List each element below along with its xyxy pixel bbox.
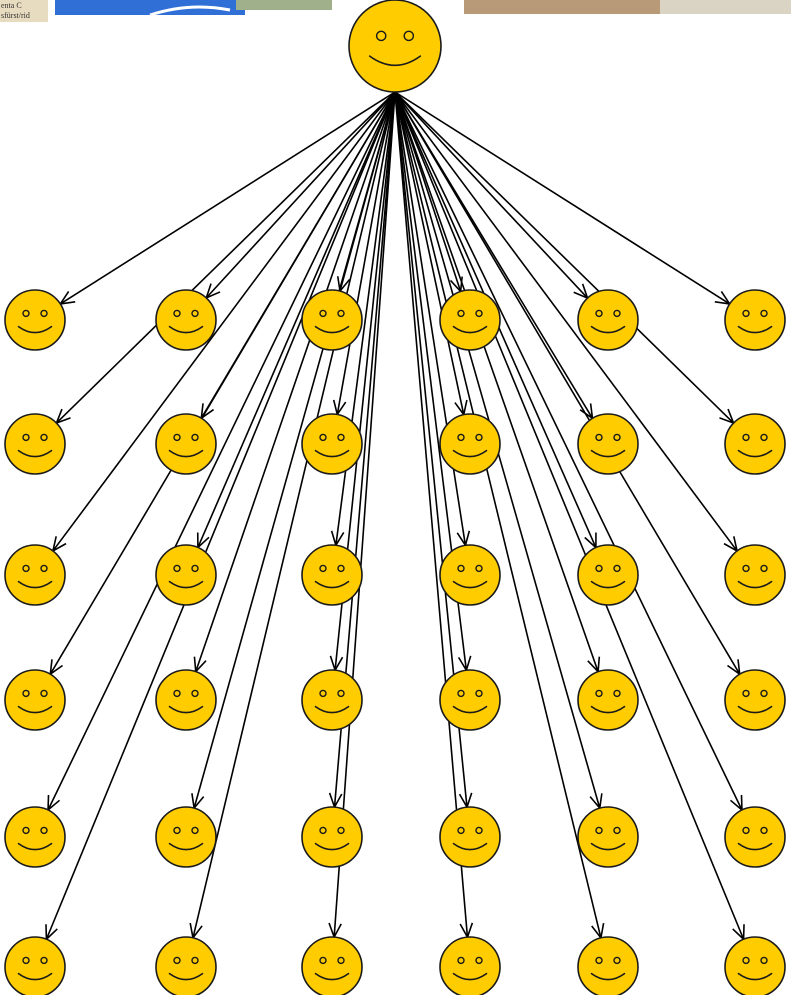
child-face-r4-c2 [155, 669, 217, 731]
child-face-r4-c4 [439, 669, 501, 731]
child-face-r3-c5 [577, 544, 639, 606]
child-face-r6-c6 [724, 936, 786, 995]
map-thumbnail [660, 0, 791, 14]
child-face-r3-c4 [439, 544, 501, 606]
photo-thumbnail [464, 0, 660, 14]
arrow-r6-c5 [394, 91, 605, 940]
child-face-r5-c4 [439, 806, 501, 868]
child-face-r6-c2 [155, 936, 217, 995]
faces [4, 0, 786, 995]
child-face-r3-c6 [724, 544, 786, 606]
child-face-r2-c1 [4, 413, 66, 475]
child-face-r1-c6 [724, 289, 786, 351]
child-face-r4-c5 [577, 669, 639, 731]
child-face-r4-c3 [301, 669, 363, 731]
child-face-r6-c5 [577, 936, 639, 995]
child-face-r5-c2 [155, 806, 217, 868]
child-face-r4-c6 [724, 669, 786, 731]
child-face-r1-c1 [4, 289, 66, 351]
child-face-r3-c1 [4, 544, 66, 606]
green-photo-thumbnail [236, 0, 332, 10]
child-face-r4-c1 [4, 669, 66, 731]
child-face-r6-c4 [439, 936, 501, 995]
child-face-r5-c1 [4, 806, 66, 868]
child-face-r1-c5 [577, 289, 639, 351]
child-face-r2-c5 [577, 413, 639, 475]
blue-logo-thumbnail [55, 0, 245, 15]
child-face-r5-c6 [724, 806, 786, 868]
child-face-r1-c2 [155, 289, 217, 351]
blue-logo-swoosh [149, 5, 231, 17]
child-face-r5-c5 [577, 806, 639, 868]
arrows [45, 91, 745, 942]
child-face-r6-c1 [4, 936, 66, 995]
child-face-r2-c3 [301, 413, 363, 475]
child-face-r5-c3 [301, 806, 363, 868]
arrow-r2-c3 [332, 91, 396, 417]
child-face-r6-c3 [301, 936, 363, 995]
child-face-r2-c2 [155, 413, 217, 475]
child-face-r1-c3 [301, 289, 363, 351]
child-face-r2-c6 [724, 413, 786, 475]
child-face-r2-c4 [439, 413, 501, 475]
child-face-r3-c3 [301, 544, 363, 606]
root-face [348, 0, 442, 93]
child-face-r1-c4 [439, 289, 501, 351]
child-face-r3-c2 [155, 544, 217, 606]
arrow-r2-c6 [394, 91, 735, 425]
old-manuscript-thumbnail [0, 0, 48, 22]
